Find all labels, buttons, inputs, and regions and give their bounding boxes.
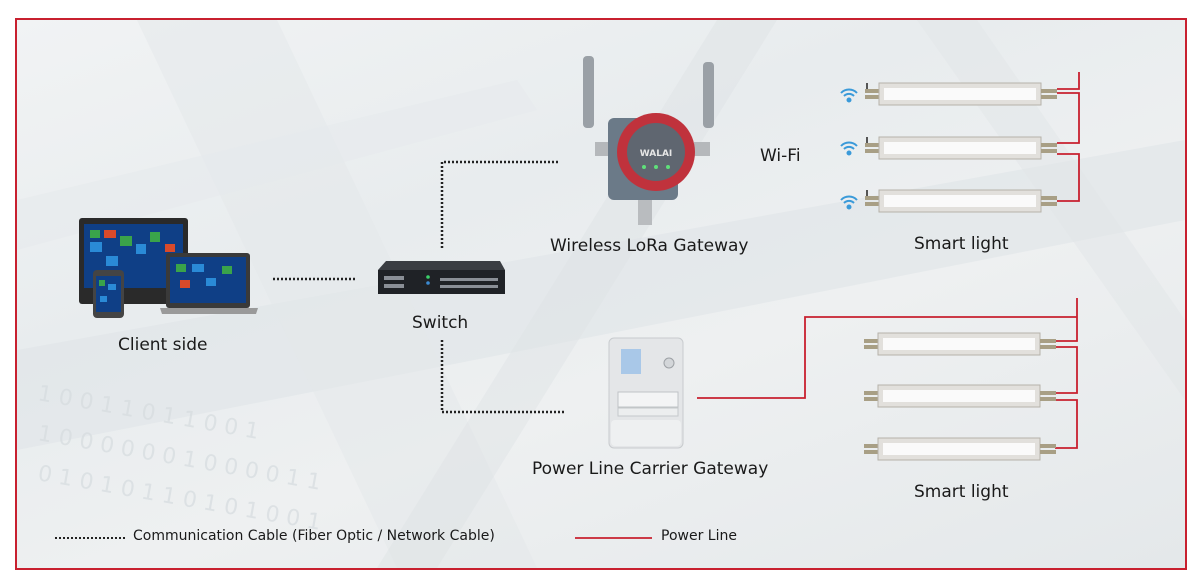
comm-line-switch-plc — [440, 340, 566, 414]
wifi-icon — [840, 88, 858, 103]
plc-gateway-device-icon — [608, 337, 684, 449]
smart-light-icon — [865, 136, 1057, 160]
client-side-label: Client side — [118, 335, 208, 355]
legend-power-label: Power Line — [661, 528, 737, 544]
switch-label: Switch — [412, 313, 469, 333]
lora-gateway-device-icon: WALAI — [583, 56, 714, 225]
wifi-icon — [840, 141, 858, 156]
lora-gateway-label: Wireless LoRa Gateway — [550, 236, 749, 256]
smart-lights-bottom — [864, 332, 1056, 461]
legend-communication-label: Communication Cable (Fiber Optic / Netwo… — [133, 528, 495, 544]
gateway-brand-text: WALAI — [640, 149, 673, 159]
smart-lights-top — [865, 82, 1057, 213]
smart-light-icon — [864, 332, 1056, 356]
wifi-icons — [840, 88, 858, 210]
power-line-bus-2 — [1055, 346, 1078, 394]
power-line-plc-feed — [697, 316, 1077, 399]
smart-light-icon — [864, 437, 1056, 461]
power-line-bus-1 — [1055, 298, 1078, 342]
wifi-link-label: Wi-Fi — [760, 146, 801, 166]
power-line-bus-3 — [1055, 399, 1078, 449]
smart-light-icon — [865, 82, 1057, 106]
wifi-icon — [840, 195, 858, 210]
smart-light-icon — [865, 189, 1057, 213]
smart-light-bottom-label: Smart light — [914, 482, 1009, 502]
power-line-top-2 — [1057, 92, 1080, 144]
smart-light-top-label: Smart light — [914, 234, 1009, 254]
smart-light-icon — [864, 384, 1056, 408]
switch-device-icon — [378, 261, 505, 294]
comm-line-switch-lora — [440, 160, 560, 248]
plc-gateway-label: Power Line Carrier Gateway — [532, 459, 769, 479]
power-line-top-3 — [1057, 153, 1080, 202]
client-devices-icon — [79, 218, 258, 318]
power-line-top-1 — [1057, 72, 1080, 90]
